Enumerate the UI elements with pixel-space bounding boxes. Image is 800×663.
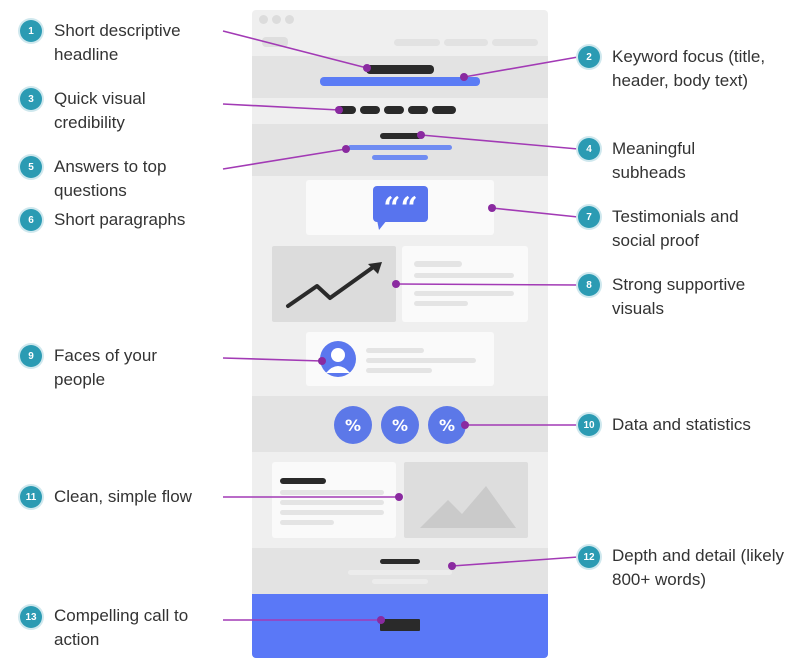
image-placeholder-icon	[404, 462, 528, 538]
text-line	[414, 291, 514, 296]
text-line	[414, 261, 462, 267]
window-dot-icon	[285, 15, 294, 24]
landing-page-mockup: ““ % % %	[252, 10, 548, 658]
callout-number-badge: 3	[20, 88, 42, 110]
answer-bar	[348, 145, 452, 150]
text-line	[366, 348, 424, 353]
credibility-logo	[336, 106, 356, 114]
callout-number-badge: 2	[578, 46, 600, 68]
text-line	[372, 579, 428, 584]
credibility-logo	[384, 106, 404, 114]
callout-label-credibility: Quick visual credibility	[54, 89, 146, 132]
text-line	[280, 520, 334, 525]
avatar-icon	[320, 341, 356, 377]
callout-label-data: Data and statistics	[612, 415, 751, 434]
percent-icon: %	[334, 406, 372, 444]
chart-visual	[272, 246, 396, 322]
text-line	[280, 510, 384, 515]
text-line	[366, 368, 432, 373]
callout-number-badge: 10	[578, 414, 600, 436]
credibility-logo	[432, 106, 456, 114]
window-dot-icon	[272, 15, 281, 24]
headline-bar	[366, 65, 434, 74]
callout-number-badge: 12	[578, 546, 600, 568]
callout-label-cta: Compelling call to action	[54, 606, 189, 649]
credibility-logo	[360, 106, 380, 114]
text-line	[366, 358, 476, 363]
text-line	[280, 500, 384, 505]
window-dot-icon	[259, 15, 268, 24]
callout-label-paragraphs: Short paragraphs	[54, 210, 186, 229]
callout-label-subheads: Meaningful subheads	[612, 139, 696, 182]
subhead-band	[252, 124, 548, 176]
logo-placeholder	[262, 37, 288, 47]
callout-number-badge: 11	[20, 486, 42, 508]
percent-icon: %	[428, 406, 466, 444]
cta-button[interactable]	[380, 619, 420, 631]
callout-label-keyword: Keyword focus (title, header, body text)	[612, 47, 766, 90]
text-line	[280, 478, 326, 484]
callout-number-badge: 5	[20, 156, 42, 178]
subhead-bar	[380, 133, 422, 139]
subhead-bar	[380, 559, 420, 564]
credibility-logo	[408, 106, 428, 114]
percent-icon: %	[381, 406, 419, 444]
callout-number-badge: 7	[578, 206, 600, 228]
callout-number-badge: 13	[20, 606, 42, 628]
callout-label-visuals: Strong supportive visuals	[612, 275, 746, 318]
nav-placeholder	[444, 39, 488, 46]
text-line	[414, 273, 514, 278]
answer-bar	[372, 155, 428, 160]
callout-label-answers: Answers to top questions	[54, 157, 167, 200]
callout-number-badge: 9	[20, 345, 42, 367]
text-line	[280, 490, 384, 495]
text-line	[414, 301, 468, 306]
callout-label-headline: Short descriptive headline	[54, 21, 181, 64]
callout-number-badge: 4	[578, 138, 600, 160]
quote-glyph: ““	[383, 191, 418, 226]
callout-label-flow: Clean, simple flow	[54, 487, 192, 506]
callout-label-testimonials: Testimonials and social proof	[612, 207, 739, 250]
callout-number-badge: 8	[578, 274, 600, 296]
nav-placeholder	[394, 39, 440, 46]
callout-number-badge: 1	[20, 20, 42, 42]
callout-label-faces: Faces of your people	[54, 346, 157, 389]
quote-icon: ““	[373, 186, 428, 230]
callout-number-badge: 6	[20, 209, 42, 231]
callout-label-depth: Depth and detail (likely 800+ words)	[612, 546, 784, 589]
text-line	[348, 570, 452, 575]
text-card	[402, 246, 528, 322]
nav-placeholder	[492, 39, 538, 46]
keyword-bar	[320, 77, 480, 86]
